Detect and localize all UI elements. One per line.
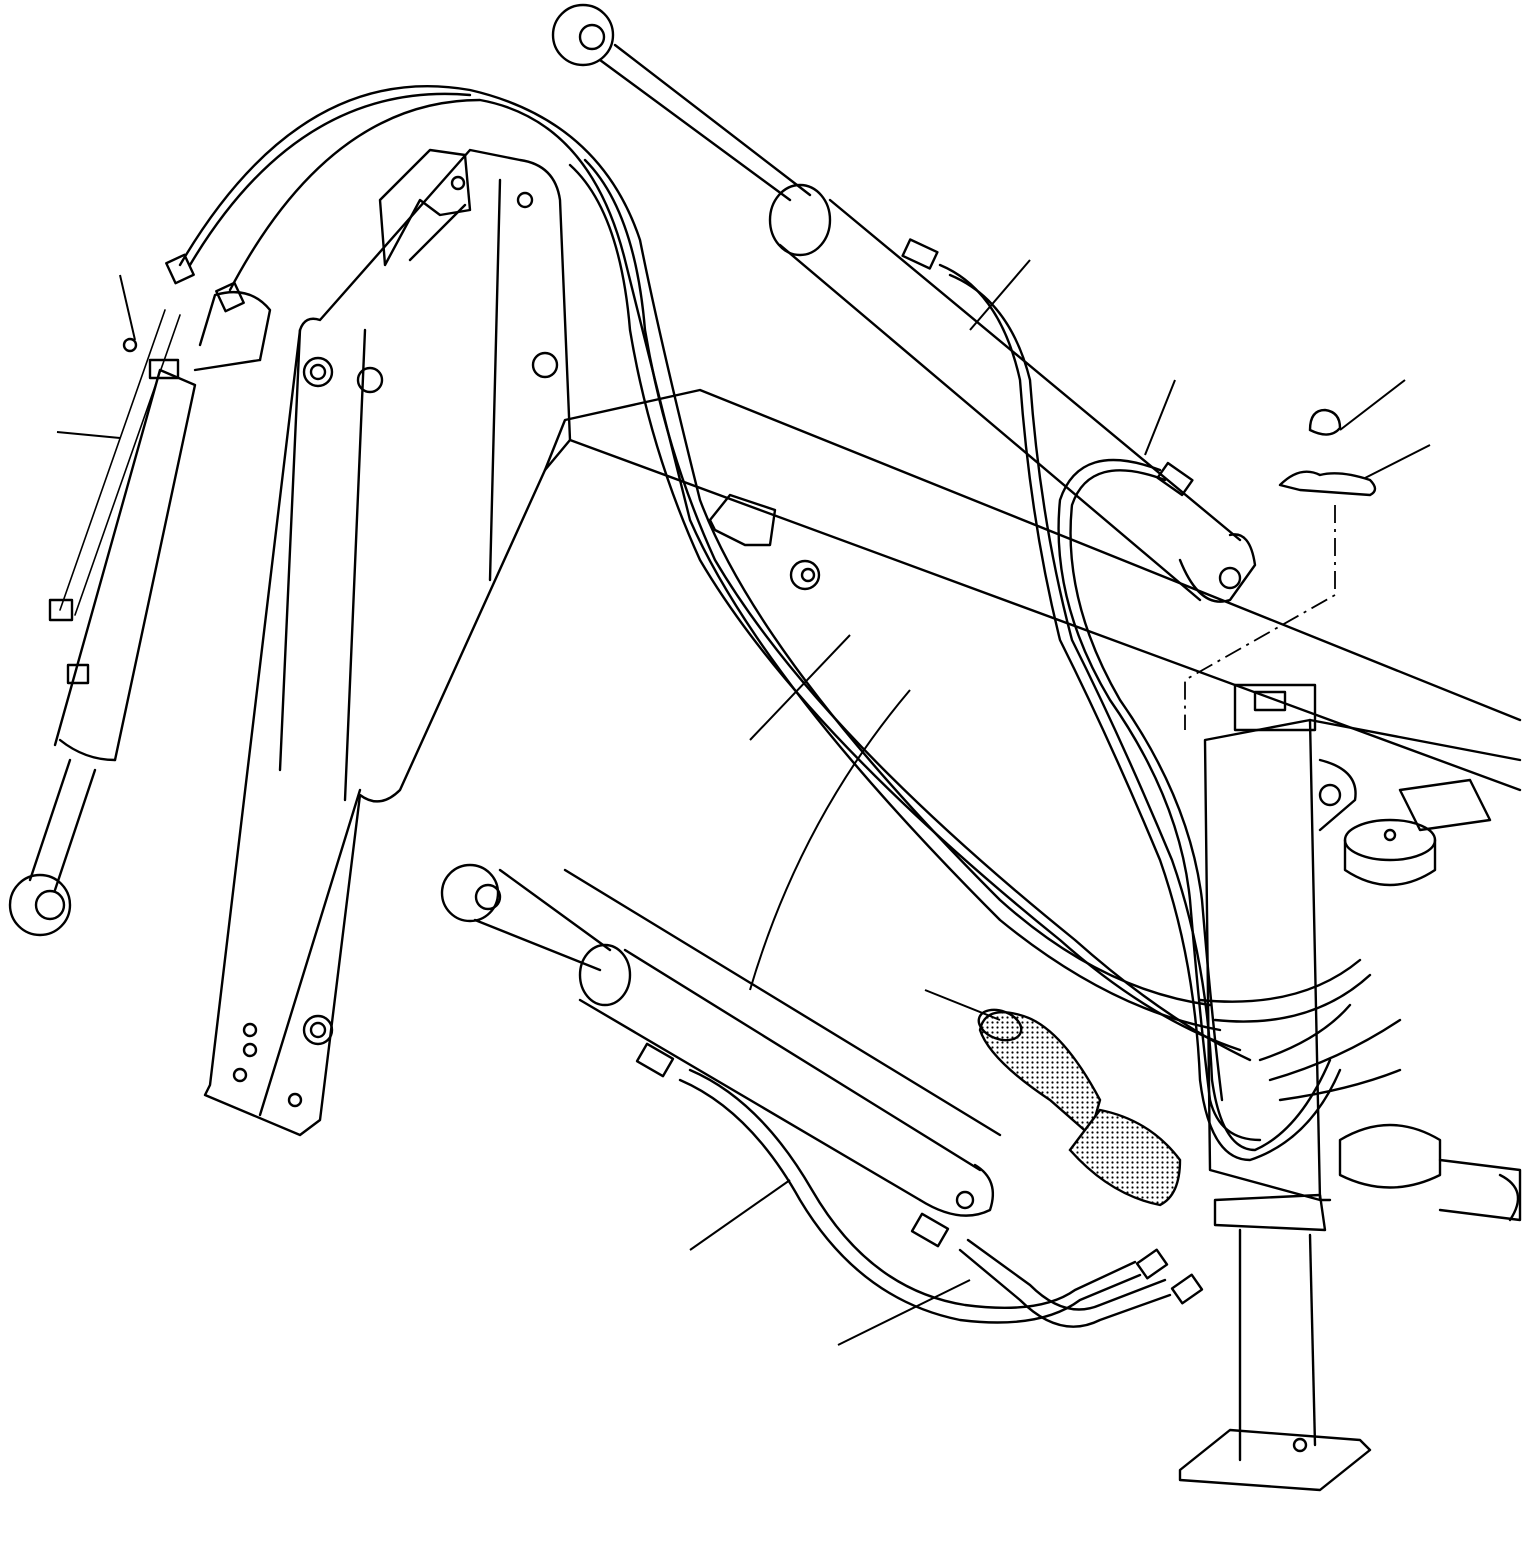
callout-leaders: [56, 259, 1431, 1346]
lower-hoses: [635, 1042, 1204, 1328]
bottom-hydraulic-cylinder: [440, 863, 1002, 1217]
mounting-pillar: [1178, 683, 1522, 1492]
top-hydraulic-cylinder: [551, 3, 1257, 603]
right-hoses: [901, 238, 1402, 1162]
boom-arm: [203, 148, 1522, 1137]
boom-hoses: [165, 85, 1252, 1062]
hose-sleeve: [977, 1008, 1182, 1207]
left-hydraulic-cylinder: [8, 291, 272, 937]
small-parts: [708, 408, 1377, 730]
boom-top-bracket: [378, 148, 472, 267]
